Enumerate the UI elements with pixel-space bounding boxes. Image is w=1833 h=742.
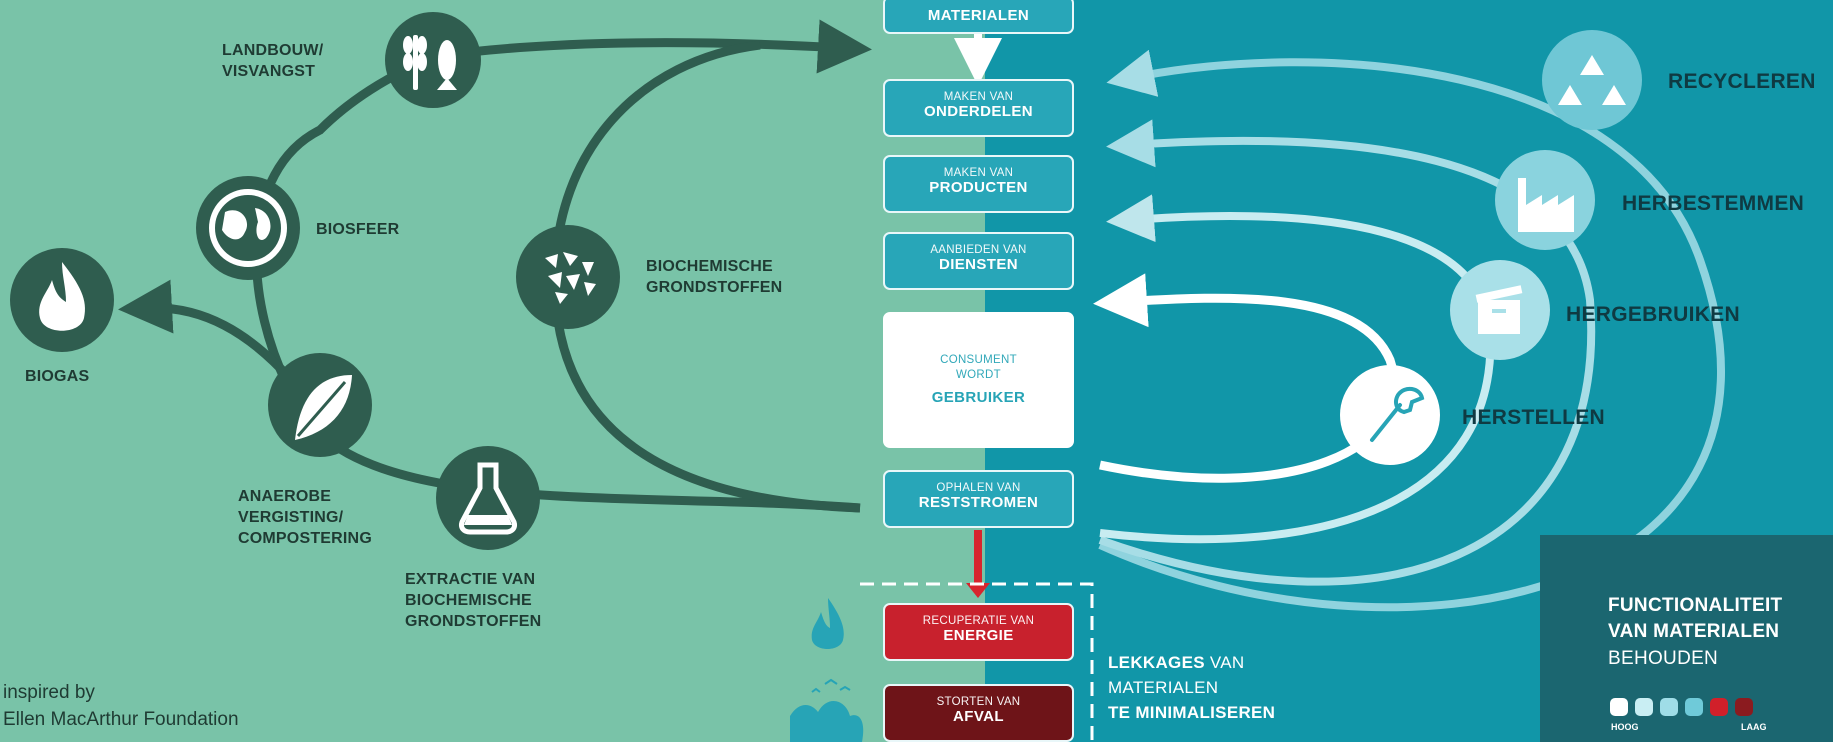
landfill-icon [790, 678, 864, 742]
label-herstellen: HERSTELLEN [1462, 406, 1606, 429]
leakage-van: VAN [1204, 653, 1245, 672]
leakage-minimaliseren: TE MINIMALISEREN [1108, 703, 1276, 722]
vergisting-node [268, 353, 372, 457]
leaf-icon [295, 375, 352, 440]
box-producten-sub: MAKEN VAN [943, 167, 1014, 179]
factory-icon [1518, 178, 1574, 232]
label-biosfeer: BIOSFEER [316, 221, 400, 238]
box-consument-title: GEBRUIKER [931, 389, 1026, 406]
landbouw-visvangst-node [385, 12, 481, 108]
label-landbouw-line1: LANDBOUW/ [222, 42, 324, 59]
label-landbouw: LANDBOUW/VISVANGST [222, 40, 323, 82]
energy-flame-icon [811, 598, 844, 649]
box-onderdelen-title: ONDERDELEN [923, 103, 1033, 120]
legend-panel: FUNCTIONALITEIT VAN MATERIALEN BEHOUDEN … [1540, 535, 1833, 742]
box-diensten-sub: AANBIEDEN VAN [930, 244, 1027, 256]
label-vergisting-line1: ANAEROBE [238, 488, 332, 505]
label-extractie-line1: EXTRACTIE VAN [405, 571, 536, 588]
label-landbouw-line2: VISVANGST [222, 63, 316, 80]
loop-recycleren [1098, 49, 1726, 612]
label-biochemische-line1: BIOCHEMISCHE [646, 258, 773, 275]
biochemische-grondstoffen-node [516, 225, 620, 329]
legend-hoog: HOOG [1611, 722, 1639, 732]
recycle-icon [1558, 55, 1626, 105]
legend-laag: LAAG [1741, 722, 1767, 732]
box-storten-sub: STORTEN VAN [936, 696, 1021, 708]
label-biogas: BIOGAS [25, 368, 90, 385]
box-onderdelen-sub: MAKEN VAN [943, 91, 1014, 103]
box-recuperatie-title: ENERGIE [943, 627, 1014, 644]
leakage-text: LEKKAGES VAN MATERIALEN TE MINIMALISEREN [1108, 650, 1275, 725]
label-extractie-line3: GRONDSTOFFEN [405, 613, 542, 630]
extractie-node [436, 446, 540, 550]
label-extractie-line2: BIOCHEMISCHE [405, 592, 532, 609]
box-consument: CONSUMENT WORDT GEBRUIKER [883, 312, 1074, 448]
legend-dot [1685, 698, 1703, 716]
flask-icon [459, 462, 517, 535]
hergebruiken-node [1450, 260, 1550, 360]
legend-title-2: VAN MATERIALEN [1608, 621, 1780, 642]
legend-dot [1735, 698, 1753, 716]
label-hergebruiken: HERGEBRUIKEN [1566, 303, 1740, 326]
box-ophalen-sub: OPHALEN VAN [936, 482, 1021, 494]
credit-line1: inspired by [3, 682, 95, 703]
legend-title-3: BEHOUDEN [1608, 648, 1719, 669]
leakage-dashed-box [860, 582, 1094, 742]
box-diensten-title: DIENSTEN [938, 256, 1019, 273]
label-biochemische-line2: GRONDSTOFFEN [646, 279, 783, 296]
granules-icon [545, 252, 596, 304]
box-consument-line2: WORDT [956, 369, 1001, 381]
box-consument-line1: CONSUMENT [940, 354, 1017, 366]
box-recuperatie-sub: RECUPERATIE VAN [922, 615, 1035, 627]
legend-dot [1660, 698, 1678, 716]
wrench-icon [1370, 386, 1425, 442]
recycleren-node [1542, 30, 1642, 130]
box-storten-title: AFVAL [953, 708, 1004, 725]
biosfeer-node [196, 176, 300, 280]
label-biochemische: BIOCHEMISCHE GRONDSTOFFEN [646, 256, 782, 298]
leakage-materialen: MATERIALEN [1108, 678, 1219, 697]
label-recycleren: RECYCLEREN [1668, 70, 1816, 93]
label-vergisting-line2: VERGISTING/ [238, 509, 344, 526]
bio-loop-outer [252, 46, 861, 513]
label-extractie: EXTRACTIE VAN BIOCHEMISCHE GRONDSTOFFEN [405, 569, 541, 632]
bio-loop-to-materials [444, 19, 872, 74]
box-ophalen-title: RESTSTROMEN [918, 494, 1039, 511]
box-materialen: MATERIALEN [883, 0, 1074, 34]
arrow-to-energy-head [966, 583, 990, 598]
biogas-node [10, 248, 114, 352]
label-vergisting-line3: COMPOSTERING [238, 530, 372, 547]
label-herbestemmen: HERBESTEMMEN [1622, 192, 1805, 215]
box-icon [1475, 285, 1523, 334]
herbestemmen-node [1495, 150, 1595, 250]
globe-icon [209, 189, 287, 267]
box-producten-title: PRODUCTEN [929, 179, 1028, 196]
leakage-word: LEKKAGES [1108, 653, 1205, 672]
loop-herbestemmen [1098, 119, 1596, 586]
herstellen-node [1340, 365, 1440, 465]
wheat-fish-icon [403, 35, 457, 90]
legend-dot [1635, 698, 1653, 716]
legend-title-1: FUNCTIONALITEIT [1608, 595, 1783, 616]
credit-line2: Ellen MacArthur Foundation [3, 709, 239, 730]
box-materialen-label: MATERIALEN [927, 7, 1030, 24]
legend-dot [1610, 698, 1628, 716]
legend-dot [1710, 698, 1728, 716]
label-vergisting: ANAEROBE VERGISTING/COMPOSTERING [238, 486, 372, 549]
flame-icon [39, 262, 86, 331]
